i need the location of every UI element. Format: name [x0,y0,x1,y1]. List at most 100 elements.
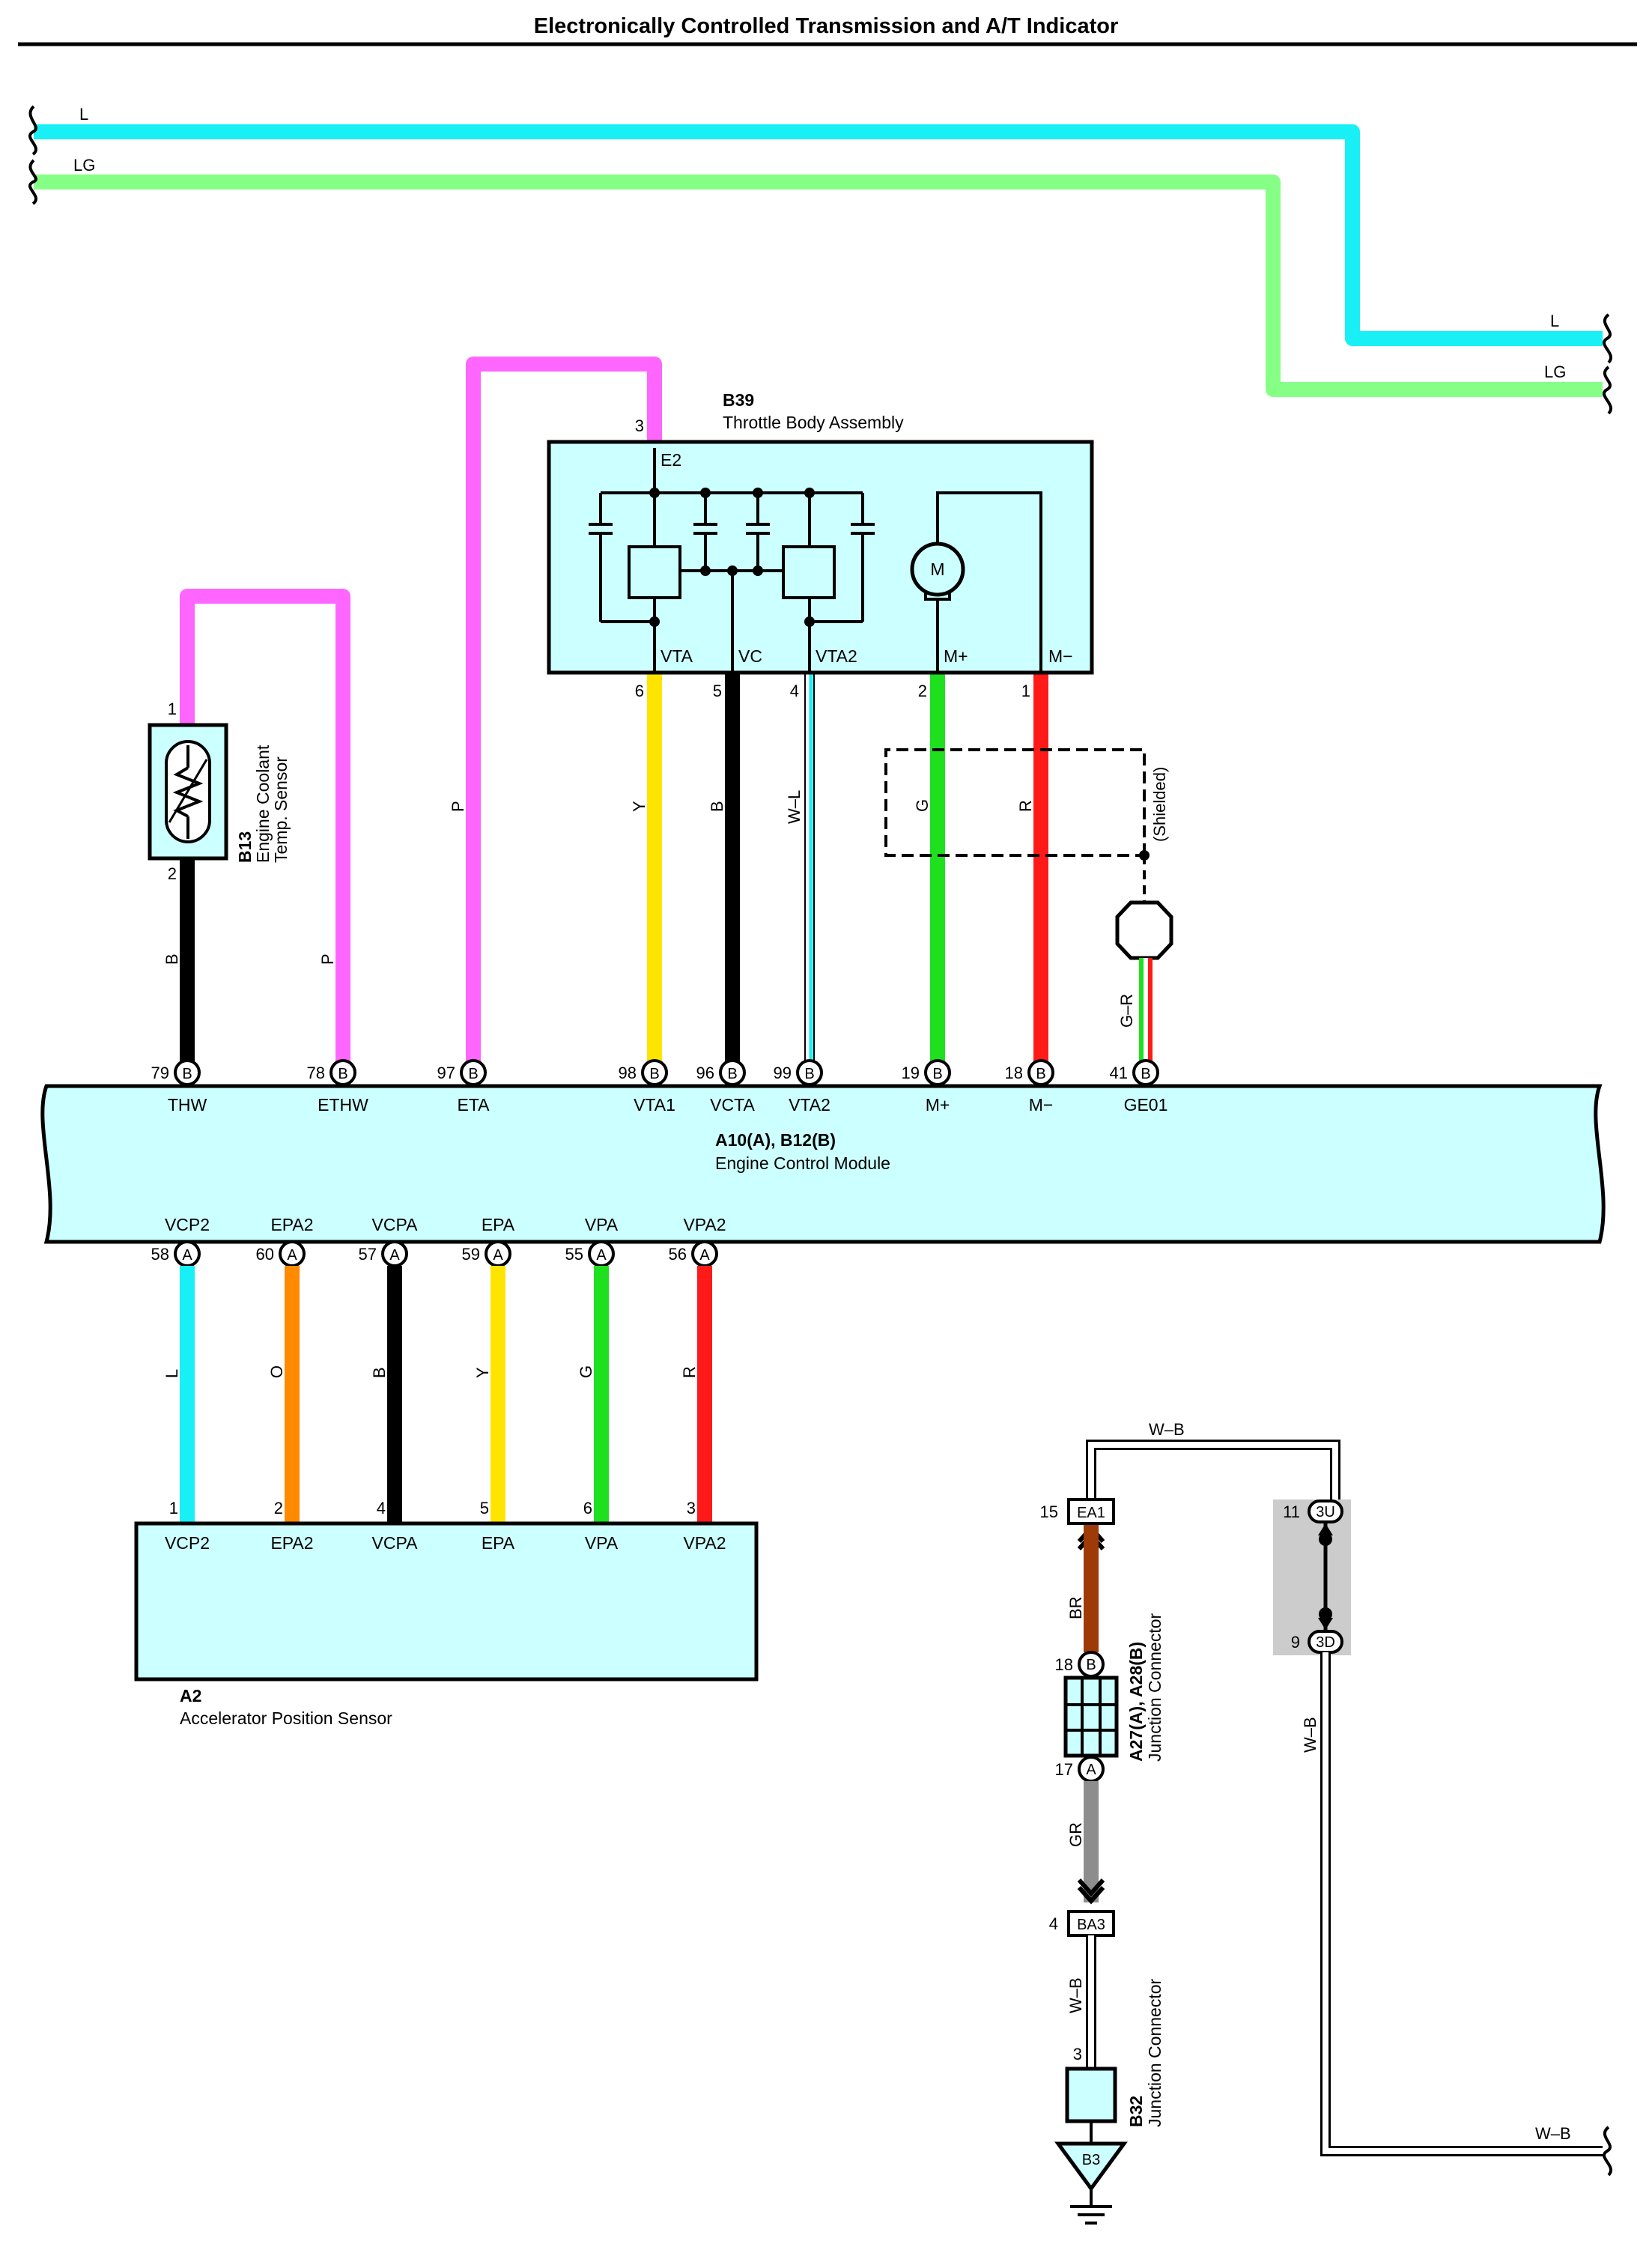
svg-text:96: 96 [696,1064,714,1082]
a27-conn-top: B [1086,1657,1096,1673]
lower-wire-label-1: O [267,1365,286,1378]
ecm-top-pin: 97 B ETA [437,1059,490,1115]
b13-code: B13 [235,831,255,863]
coolant-sensor-b13: 1 2 B13 Engine Coolant Temp. Sensor [148,700,291,883]
svg-text:EPA2: EPA2 [270,1215,313,1234]
svg-text:A: A [389,1247,400,1264]
svg-text:98: 98 [619,1064,637,1082]
svg-text:B: B [1141,1066,1150,1082]
svg-text:56: 56 [669,1245,687,1264]
ecm-top-pin: 79 B THW [151,1059,207,1115]
svg-text:19: 19 [902,1064,920,1082]
svg-text:M+: M+ [926,1095,950,1115]
svg-text:6: 6 [583,1499,592,1517]
b39-term-label-4: M− [1048,646,1073,666]
engine-control-module: A10(A), B12(B) Engine Control Module 79 … [40,1059,1606,1267]
svg-text:VCP2: VCP2 [165,1215,210,1234]
svg-text:59: 59 [462,1245,480,1264]
svg-text:97: 97 [437,1064,455,1082]
b13-name-line2: Temp. Sensor [271,756,291,863]
wire-vta2 [804,674,815,1073]
shield-ground-wire-label: G–R [1117,994,1136,1028]
lower-wire-label-4: G [577,1365,595,1378]
svg-text:EPA: EPA [482,1215,515,1234]
wire-label-l: L [79,105,88,124]
b39-e2-label: E2 [661,450,681,470]
b39-e2-pin: 3 [635,416,644,435]
b39-code: B39 [723,390,754,410]
b32-name: Junction Connector [1145,1978,1164,2127]
wire-eta [466,357,662,1073]
svg-text:VCTA: VCTA [710,1095,755,1115]
wire-lg-top: LG LG [34,156,1603,397]
svg-text:99: 99 [774,1064,792,1082]
wire-label-wb-b32: W–B [1066,1977,1085,2013]
b32-code: B32 [1126,2096,1146,2127]
svg-text:VTA2: VTA2 [789,1095,830,1115]
ecm-top-pin: 96 B VCTA [696,1059,755,1115]
ecm-top-pin: 19 B M+ [902,1059,951,1115]
svg-text:M−: M− [1029,1095,1054,1115]
ba3-label: BA3 [1077,1917,1105,1933]
svg-text:VTA1: VTA1 [634,1095,675,1115]
a27-code: A27(A), A28(B) [1126,1642,1146,1762]
ecm-top-pin: 18 B M− [1005,1059,1054,1115]
a27-pin-bottom: 17 [1055,1760,1073,1779]
b39-name: Throttle Body Assembly [723,413,904,432]
svg-text:60: 60 [256,1245,274,1264]
a2-name: Accelerator Position Sensor [180,1708,392,1728]
a27-conn-bottom: A [1086,1762,1096,1778]
ecm-top-pin: 41 B GE01 [1110,1059,1167,1115]
svg-text:VPA2: VPA2 [683,1533,726,1553]
upper-wire-label-6: G [913,799,932,812]
lower-wire-label-0: L [163,1369,181,1378]
wire-label-l-right: L [1550,312,1559,330]
ecm-bottom-pin: EPA2 60 A [256,1215,314,1267]
svg-text:A: A [182,1247,192,1264]
svg-text:B: B [338,1066,347,1082]
ecm-top-pin: 98 B VTA1 [619,1059,675,1115]
svg-text:B: B [932,1066,942,1082]
page-title: Electronically Controlled Transmission a… [534,14,1118,38]
a2-code: A2 [180,1686,201,1705]
upper-wire-label-2: P [449,801,467,812]
svg-text:THW: THW [168,1095,207,1115]
upper-wire-label-5: W–L [785,790,804,824]
upper-wire-label-3: Y [630,801,649,812]
wire-label-wb-top: W–B [1149,1420,1185,1439]
ecm-top-pin: 78 B ETHW [307,1059,368,1115]
lower-wire-label-2: B [370,1367,389,1378]
svg-text:41: 41 [1110,1064,1128,1082]
b13-name-line1: Engine Coolant [253,745,273,863]
b13-pin-bottom: 2 [168,864,177,883]
svg-text:VPA2: VPA2 [683,1215,726,1234]
svg-text:B: B [1036,1066,1045,1082]
svg-text:A: A [493,1247,503,1264]
svg-text:B: B [182,1066,192,1082]
svg-text:18: 18 [1005,1064,1023,1082]
ground-label: B3 [1082,2152,1100,2168]
a27-pin-top: 18 [1055,1655,1073,1674]
svg-text:57: 57 [359,1245,377,1264]
conn-3d-pin: 9 [1291,1633,1300,1652]
ground-circuit: W–B EA1 15 BR B 18 A 17 A27(A), A28(B) J… [1040,1420,1612,2225]
throttle-body-b39: B39 Throttle Body Assembly 3 E2 [547,390,1094,700]
svg-text:B: B [468,1066,478,1082]
svg-text:VCPA: VCPA [372,1215,419,1234]
wire-label-wb-right: W–B [1301,1717,1320,1753]
conn-3d-label: 3D [1316,1634,1335,1651]
svg-text:B: B [649,1066,659,1082]
svg-text:78: 78 [307,1064,325,1082]
svg-text:2: 2 [274,1499,283,1517]
ecm-bottom-pin: EPA 59 A [462,1215,515,1267]
b39-term-label-2: VTA2 [816,646,857,666]
wire-label-wb-right-end: W–B [1535,2124,1571,2143]
accel-position-sensor-a2: 1 2 4 5 6 3 VCP2 EPA2 VCPA EPA VPA VPA2 … [134,1499,759,1728]
svg-text:VCPA: VCPA [372,1533,419,1553]
svg-text:5: 5 [480,1499,489,1517]
b39-pin-1: 5 [713,682,722,700]
lower-wire-label-3: Y [473,1367,492,1378]
svg-text:1: 1 [169,1499,178,1517]
wire-label-br: BR [1066,1596,1085,1619]
motor-symbol [910,542,965,597]
